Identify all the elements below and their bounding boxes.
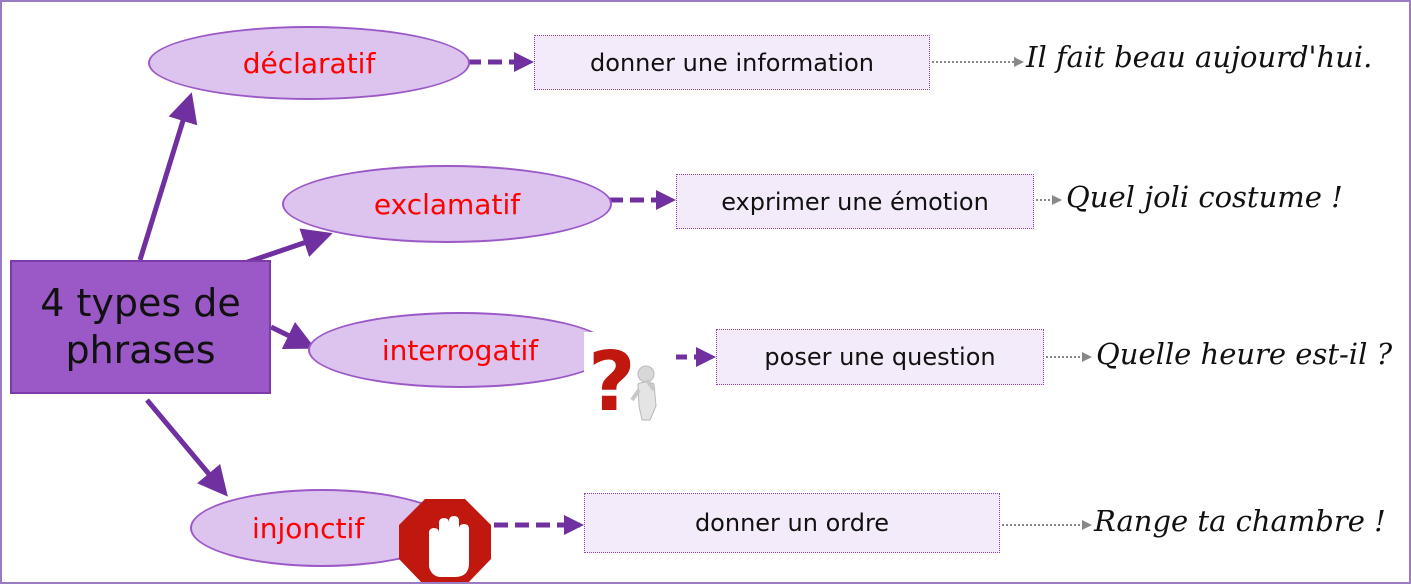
example-exclamatif: Quel joli costume !: [1066, 180, 1343, 214]
type-ellipse-exclamatif: exclamatif: [282, 165, 612, 243]
definition-box-interrogatif: poser une question: [716, 329, 1044, 385]
definition-box-injonctif: donner un ordre: [584, 493, 1000, 553]
example-injonctif: Range ta chambre !: [1094, 504, 1386, 538]
question-mark-figure-icon: ?: [584, 332, 676, 426]
svg-text:?: ?: [588, 335, 636, 426]
stop-hand-icon: [399, 499, 491, 582]
definition-box-exclamatif: exprimer une émotion: [676, 174, 1034, 229]
definition-box-declaratif: donner une information: [534, 35, 930, 90]
root-title-line-1: 4 types de: [40, 281, 241, 325]
type-ellipse-interrogatif: interrogatif: [308, 312, 612, 388]
branch-arrow-interrogatif: [269, 322, 316, 349]
type-ellipse-declaratif: déclaratif: [148, 26, 470, 100]
branch-arrow-injonctif: [145, 398, 228, 497]
root-box: 4 types de phrases: [10, 260, 271, 394]
branch-arrow-declaratif: [137, 92, 198, 261]
branch-arrow-exclamatif: [241, 228, 333, 267]
example-interrogatif: Quelle heure est-il ?: [1096, 337, 1393, 371]
example-declaratif: Il fait beau aujourd'hui.: [1026, 40, 1373, 74]
root-title-line-2: phrases: [65, 328, 216, 372]
